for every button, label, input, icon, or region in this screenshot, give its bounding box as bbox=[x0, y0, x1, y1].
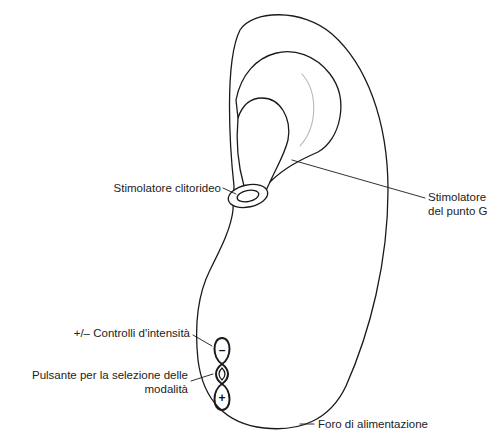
button-mode bbox=[216, 364, 228, 384]
part-label: Stimolatore clitorideo bbox=[105, 181, 221, 195]
leader-line bbox=[223, 188, 236, 194]
button-symbol: + bbox=[215, 392, 229, 404]
part-label: Foro di alimentazione bbox=[318, 417, 488, 431]
button-mode-inner bbox=[219, 368, 225, 380]
leader-line bbox=[191, 374, 213, 381]
part-label: +/– Controlli d'intensità bbox=[30, 326, 190, 340]
cup-opening bbox=[236, 188, 260, 203]
leader-line bbox=[193, 335, 212, 346]
body-outline bbox=[197, 15, 388, 429]
neck-line bbox=[237, 118, 244, 186]
part-label: Stimolatore del punto G bbox=[428, 190, 496, 218]
button-minus bbox=[215, 338, 230, 364]
button-plus bbox=[215, 384, 230, 410]
leader-line bbox=[300, 424, 314, 425]
clitoral-cup bbox=[226, 181, 270, 211]
leader-line bbox=[292, 160, 425, 198]
button-symbol: – bbox=[215, 344, 229, 356]
g-spot-arm bbox=[236, 52, 341, 182]
part-label: Pulsante per la selezione delle modalità bbox=[30, 368, 188, 396]
arm-shading bbox=[300, 74, 314, 146]
